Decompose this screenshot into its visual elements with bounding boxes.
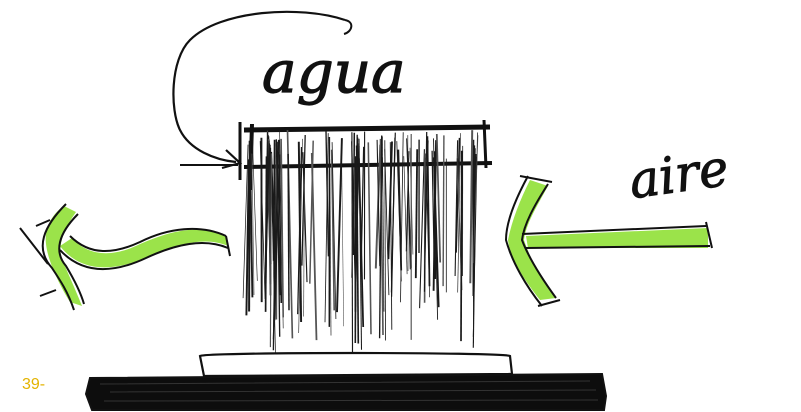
pad-fibre (443, 135, 444, 286)
pad-fibre (342, 156, 344, 326)
pad-fibre (420, 149, 425, 308)
page-number: 39- (22, 376, 45, 394)
pad-fibre (416, 149, 417, 278)
pad-fibre (470, 130, 472, 283)
base-tray (200, 353, 512, 376)
pad-fibre (404, 156, 407, 274)
air-label: aire (626, 139, 732, 210)
water-arrow-tail-curl (344, 20, 351, 34)
pad-fibre (288, 154, 289, 310)
air-label-group: aire (626, 139, 732, 210)
pad-fibre (368, 142, 371, 334)
water-label-group: agua (173, 12, 405, 168)
water-label: agua (262, 38, 406, 106)
outflow-arrow-left (20, 204, 230, 310)
pad-fibre (461, 151, 462, 341)
pad-fibre (352, 132, 353, 352)
